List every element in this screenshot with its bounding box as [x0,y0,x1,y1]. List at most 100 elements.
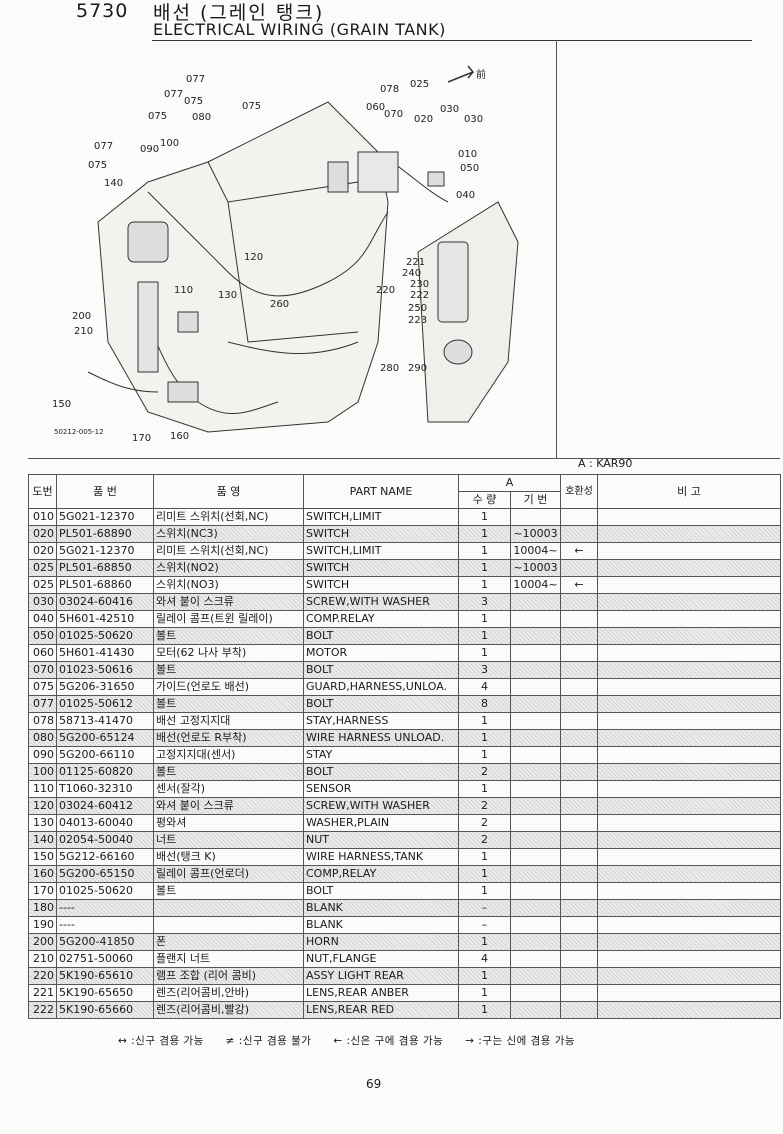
callout-label: 120 [244,252,263,263]
cell-interchange [560,814,598,832]
cell-name-ko: 평와셔 [153,814,304,832]
cell-name-ko: 릴레이 콤프(트윈 릴레이) [153,610,304,628]
section-number: 5730 [76,0,129,22]
cell-serial [510,933,561,951]
parts-table: 도번 품 번 품 영 PART NAME A 호환성 비 고 수 량 기 번 0… [28,474,781,1019]
cell-part-no: 5G206-31650 [56,678,154,696]
cell-name-ko: 플랜지 너트 [153,950,304,968]
cell-qty: 1 [458,576,511,594]
cell-remarks [597,695,781,713]
cell-name-ko: 와셔 붙이 스크류 [153,797,304,815]
callout-label: 280 [380,363,399,374]
cell-name-en: STAY [303,746,459,764]
cell-remarks [597,712,781,730]
cell-qty: 4 [458,950,511,968]
cell-remarks [597,576,781,594]
cell-qty: 1 [458,729,511,747]
cell-remarks [597,882,781,900]
cell-no: 210 [28,950,57,968]
cell-serial [510,712,561,730]
cell-no: 160 [28,865,57,883]
title-korean: 배선 (그레인 탱크) [153,2,325,24]
cell-qty: 3 [458,661,511,679]
diagram-divider [556,40,557,458]
cell-interchange [560,899,598,917]
cell-part-no: 02054-50040 [56,831,154,849]
cell-name-ko: 볼트 [153,627,304,645]
cell-interchange [560,797,598,815]
cell-name-en: SCREW,WITH WASHER [303,797,459,815]
cell-name-en: SENSOR [303,780,459,798]
model-label: A : KAR90 [578,457,633,470]
cell-serial [510,1001,561,1019]
cell-name-en: LENS,REAR ANBER [303,984,459,1002]
callout-label: 010 [458,149,477,160]
callout-label: 150 [52,399,71,410]
cell-interchange [560,780,598,798]
callout-label: 025 [410,79,429,90]
cell-remarks [597,508,781,526]
cell-remarks [597,644,781,662]
cell-serial [510,661,561,679]
cell-qty: – [458,899,511,917]
cell-serial [510,831,561,849]
cell-name-en: BOLT [303,661,459,679]
cell-serial [510,508,561,526]
cell-interchange [560,644,598,662]
cell-name-en: NUT [303,831,459,849]
cell-qty: 1 [458,1001,511,1019]
cell-name-en: SWITCH [303,559,459,577]
cell-interchange [560,882,598,900]
cell-part-no: 5G200-66110 [56,746,154,764]
cell-no: 080 [28,729,57,747]
cell-remarks [597,610,781,628]
cell-interchange [560,593,598,611]
cell-interchange [560,848,598,866]
cell-interchange [560,508,598,526]
cell-serial [510,763,561,781]
cell-interchange [560,712,598,730]
cell-serial [510,899,561,917]
cell-part-no: 04013-60040 [56,814,154,832]
cell-serial [510,644,561,662]
callout-label: 050 [460,163,479,174]
callout-label: 070 [384,109,403,120]
cell-interchange [560,1001,598,1019]
cell-remarks [597,780,781,798]
legend-item: ← :신은 구에 겸용 가능 [333,1035,444,1047]
cell-name-ko: 너트 [153,831,304,849]
cell-no: 030 [28,593,57,611]
callout-label: 222 [410,290,429,301]
title-english: ELECTRICAL WIRING (GRAIN TANK) [153,20,446,39]
cell-qty: 1 [458,525,511,543]
cell-serial: ~10003 [510,525,561,543]
cell-remarks [597,950,781,968]
cell-qty: 1 [458,627,511,645]
cell-name-ko: 볼트 [153,661,304,679]
cell-qty: 1 [458,542,511,560]
cell-interchange [560,678,598,696]
cell-part-no: 03024-60416 [56,593,154,611]
cell-name-en: BOLT [303,627,459,645]
cell-no: 050 [28,627,57,645]
cell-name-en: BOLT [303,763,459,781]
callout-label: 260 [270,299,289,310]
cell-no: 078 [28,712,57,730]
cell-no: 190 [28,916,57,934]
cell-no: 020 [28,525,57,543]
cell-remarks [597,559,781,577]
cell-remarks [597,661,781,679]
cell-part-no: ---- [56,916,154,934]
